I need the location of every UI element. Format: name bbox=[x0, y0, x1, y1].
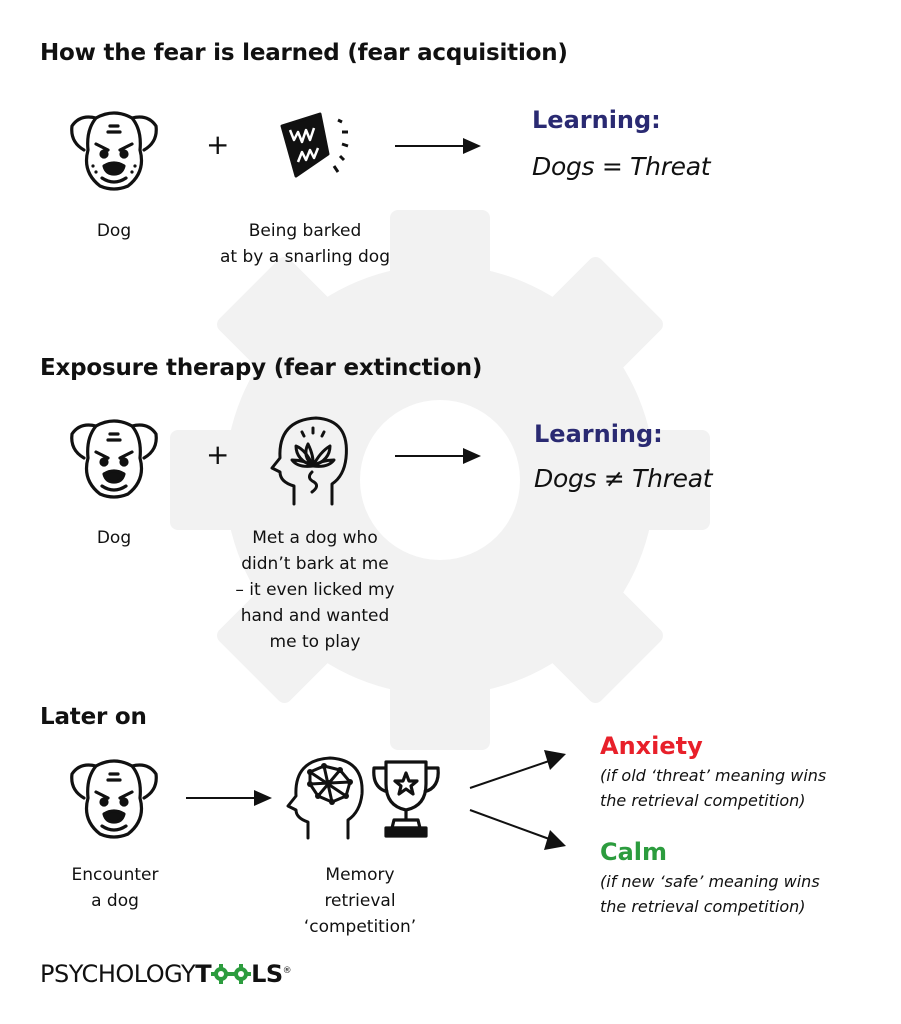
branch-arrows-icon bbox=[469, 750, 566, 850]
trophy-icon bbox=[372, 760, 440, 838]
section3-heading: Later on bbox=[40, 704, 147, 730]
plus-sign: + bbox=[206, 438, 230, 471]
learning-label: Learning: bbox=[532, 106, 661, 134]
learning-equation: Dogs ≠ Threat bbox=[534, 464, 713, 493]
caption-line: didn’t bark at me bbox=[241, 554, 389, 574]
caption-encounter: Encounter a dog bbox=[50, 862, 180, 914]
caption-line: Encounter bbox=[71, 865, 159, 885]
caption-line: a dog bbox=[91, 891, 139, 911]
caption-line: at by a snarling dog bbox=[220, 247, 390, 267]
learning-label: Learning: bbox=[534, 420, 663, 448]
learning-equation: Dogs = Threat bbox=[532, 152, 711, 181]
logo-text: PSYCHOLOGY bbox=[40, 960, 196, 988]
right-arrow-icon bbox=[395, 138, 481, 154]
brain-network-head-icon bbox=[286, 756, 364, 840]
caption-line: ‘competition’ bbox=[303, 917, 417, 937]
outcome-anxiety-note: (if old ‘threat’ meaning wins the retrie… bbox=[600, 763, 826, 813]
note-line: the retrieval competition) bbox=[600, 897, 806, 916]
right-arrow-icon bbox=[395, 448, 481, 464]
note-line: the retrieval competition) bbox=[600, 791, 806, 810]
caption-barked: Being barked at by a snarling dog bbox=[200, 218, 410, 270]
dog-face-icon bbox=[70, 111, 158, 191]
psychology-tools-logo: PSYCHOLOGYT LS® bbox=[40, 960, 292, 988]
outcome-anxiety-title: Anxiety bbox=[600, 732, 703, 760]
caption-memory-retrieval: Memory retrieval ‘competition’ bbox=[290, 862, 430, 940]
caption-line: retrieval bbox=[324, 891, 396, 911]
plus-sign: + bbox=[206, 128, 230, 161]
outcome-calm-title: Calm bbox=[600, 838, 668, 866]
dog-face-icon bbox=[70, 759, 158, 839]
dog-face-icon bbox=[70, 419, 158, 499]
note-line: (if old ‘threat’ meaning wins bbox=[600, 766, 827, 785]
right-arrow-icon bbox=[186, 790, 272, 806]
barking-mouth-icon bbox=[280, 112, 349, 178]
caption-met-dog: Met a dog who didn’t bark at me – it eve… bbox=[210, 525, 420, 655]
logo-gears-icon bbox=[211, 964, 252, 984]
note-line: (if new ‘safe’ meaning wins bbox=[600, 872, 820, 891]
caption-dog: Dog bbox=[96, 528, 132, 548]
section2-heading: Exposure therapy (fear extinction) bbox=[40, 355, 483, 381]
calm-head-lotus-icon bbox=[270, 416, 348, 506]
logo-registered-mark: ® bbox=[282, 966, 292, 976]
caption-line: Met a dog who bbox=[252, 528, 378, 548]
section1-heading: How the fear is learned (fear acquisitio… bbox=[40, 40, 568, 66]
caption-line: hand and wanted bbox=[240, 606, 390, 626]
gear-background-icon bbox=[170, 210, 710, 750]
outcome-calm-note: (if new ‘safe’ meaning wins the retrieva… bbox=[600, 869, 820, 919]
logo-text-bold: T bbox=[195, 960, 212, 988]
caption-line: – it even licked my bbox=[235, 580, 395, 600]
logo-text-bold: LS bbox=[251, 960, 283, 988]
caption-dog: Dog bbox=[96, 221, 132, 241]
caption-line: me to play bbox=[269, 632, 361, 652]
caption-line: Memory bbox=[325, 865, 395, 885]
caption-line: Being barked bbox=[248, 221, 362, 241]
